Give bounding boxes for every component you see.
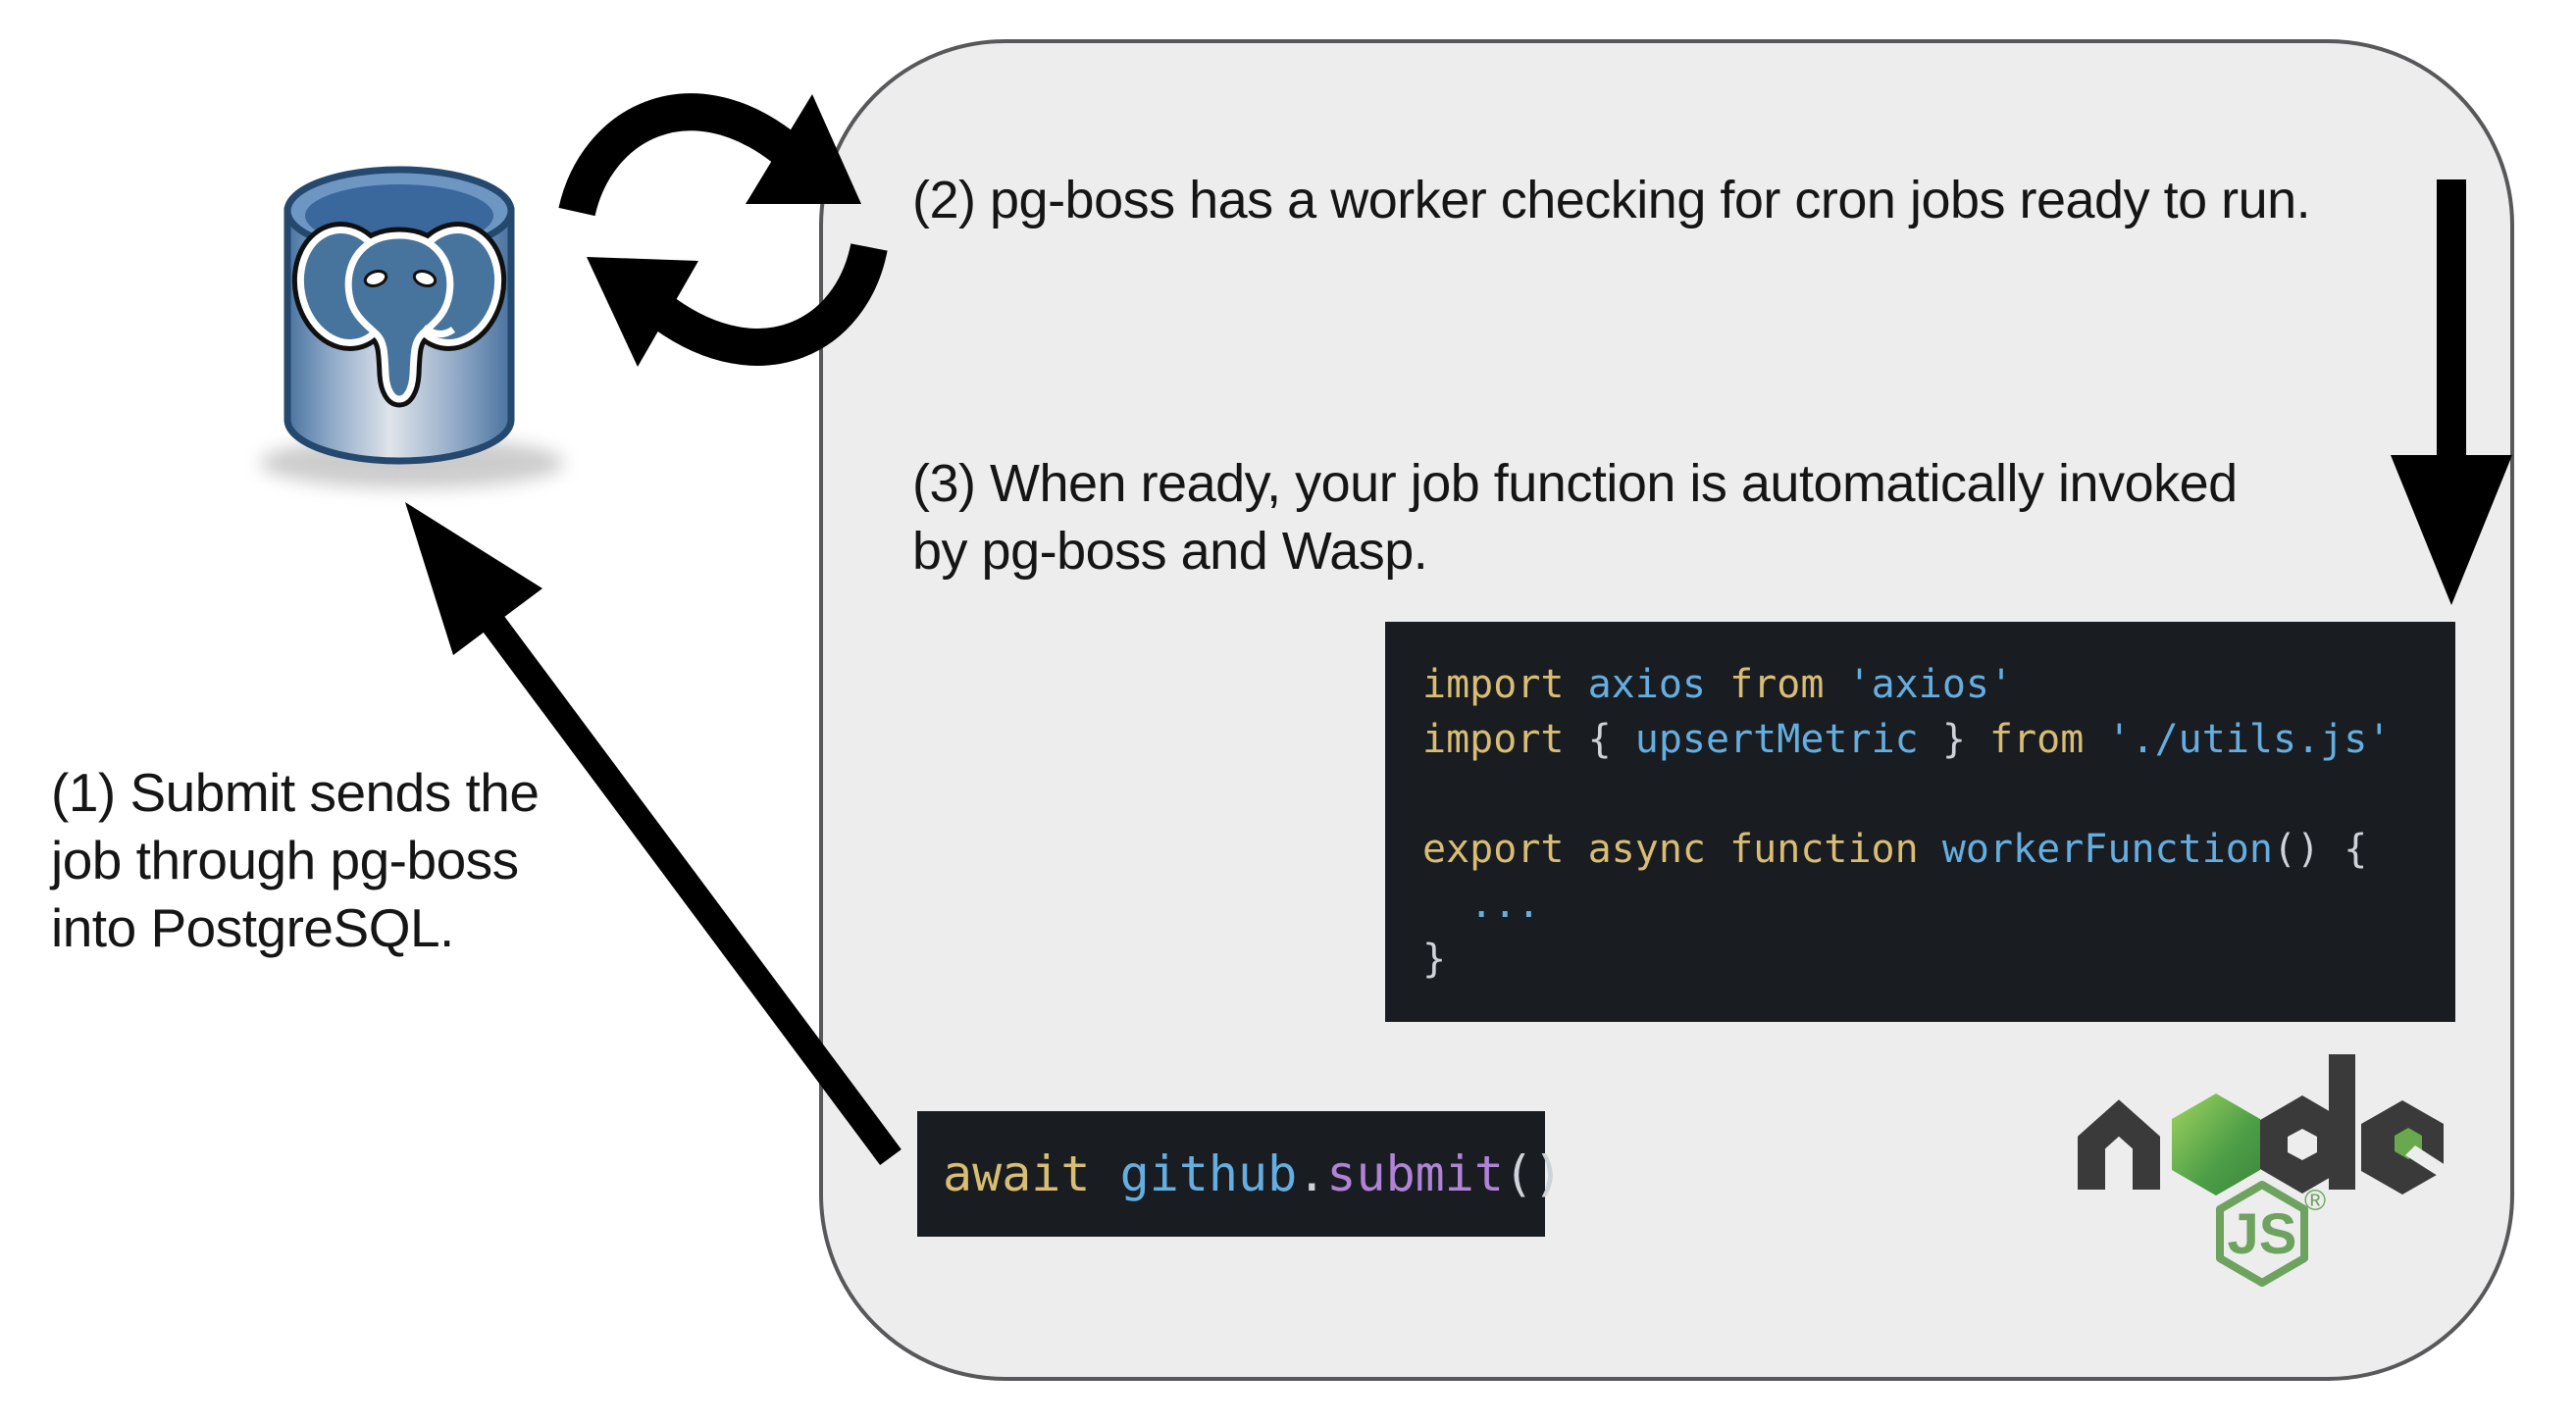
node-letter-e [2361, 1100, 2448, 1195]
step1-line-2: job through pg-boss [51, 830, 519, 890]
code-token-punctuation: . [1297, 1145, 1327, 1202]
code-token-identifier: ... [1422, 882, 1541, 927]
registered-trademark-icon: ® [2304, 1185, 2326, 1217]
postgresql-logo [260, 166, 564, 488]
code-token-keyword: import [1422, 662, 1588, 707]
step3-label: (3) When ready, your job function is aut… [912, 450, 2238, 585]
code-token-string: 'axios' [1847, 662, 2014, 707]
code-token-identifier: upsertMetric [1634, 717, 1919, 762]
nodejs-logo: JS ® [2078, 1054, 2448, 1287]
step1-line-3: into PostgreSQL. [51, 897, 454, 958]
code-token-string: './utils.js' [2107, 717, 2392, 762]
code-token-punctuation: () [1503, 1145, 1564, 1202]
code-line: } [1422, 932, 2455, 987]
node-letter-d [2260, 1054, 2355, 1194]
step3-line-1: (3) When ready, your job function is aut… [912, 454, 2238, 513]
code-token-keyword: await [943, 1145, 1120, 1202]
step3-line-2: by pg-boss and Wasp. [912, 522, 1428, 581]
code-token-punctuation: { [1587, 717, 1635, 762]
step1-label: (1) Submit sends the job through pg-boss… [51, 759, 540, 962]
code-token-identifier: axios [1587, 662, 1706, 707]
code-token-method: submit [1326, 1145, 1504, 1202]
code-line: await github.submit() [943, 1145, 1563, 1202]
nodejs-js-badge: JS ® [2216, 1181, 2326, 1287]
code-token-punctuation: } [1918, 717, 1989, 762]
nodejs-js-text: JS [2228, 1202, 2297, 1266]
step1-line-1: (1) Submit sends the [51, 762, 540, 823]
code-line: ... [1422, 877, 2455, 932]
node-letter-n [2078, 1099, 2160, 1190]
sync-cycle-icon [558, 93, 888, 367]
code-token-identifier: workerFunction [1941, 827, 2273, 872]
code-token-punctuation: } [1422, 937, 1447, 982]
elephant-icon [291, 222, 507, 408]
code-line: export async function workerFunction() { [1422, 822, 2455, 877]
code-token-keyword: import [1422, 717, 1588, 762]
code-token-punctuation: () { [2272, 827, 2368, 872]
code-token-identifier: github [1119, 1145, 1298, 1202]
code-token-keyword: from [1988, 717, 2108, 762]
arrow-down-icon [2391, 179, 2512, 605]
code-token-keyword: export async function [1422, 827, 1942, 872]
step2-label: (2) pg-boss has a worker checking for cr… [912, 171, 2311, 229]
arrow-up-left-icon [405, 502, 902, 1166]
code-token-keyword: from [1706, 662, 1848, 707]
submit-call-code-block: await github.submit() [917, 1111, 1563, 1237]
code-line: import { upsertMetric } from './utils.js… [1422, 712, 2455, 767]
code-line: import axios from 'axios' [1422, 657, 2455, 712]
node-hexagon-o [2172, 1093, 2260, 1195]
worker-function-code-block: import axios from 'axios'import { upsert… [1385, 622, 2455, 1022]
